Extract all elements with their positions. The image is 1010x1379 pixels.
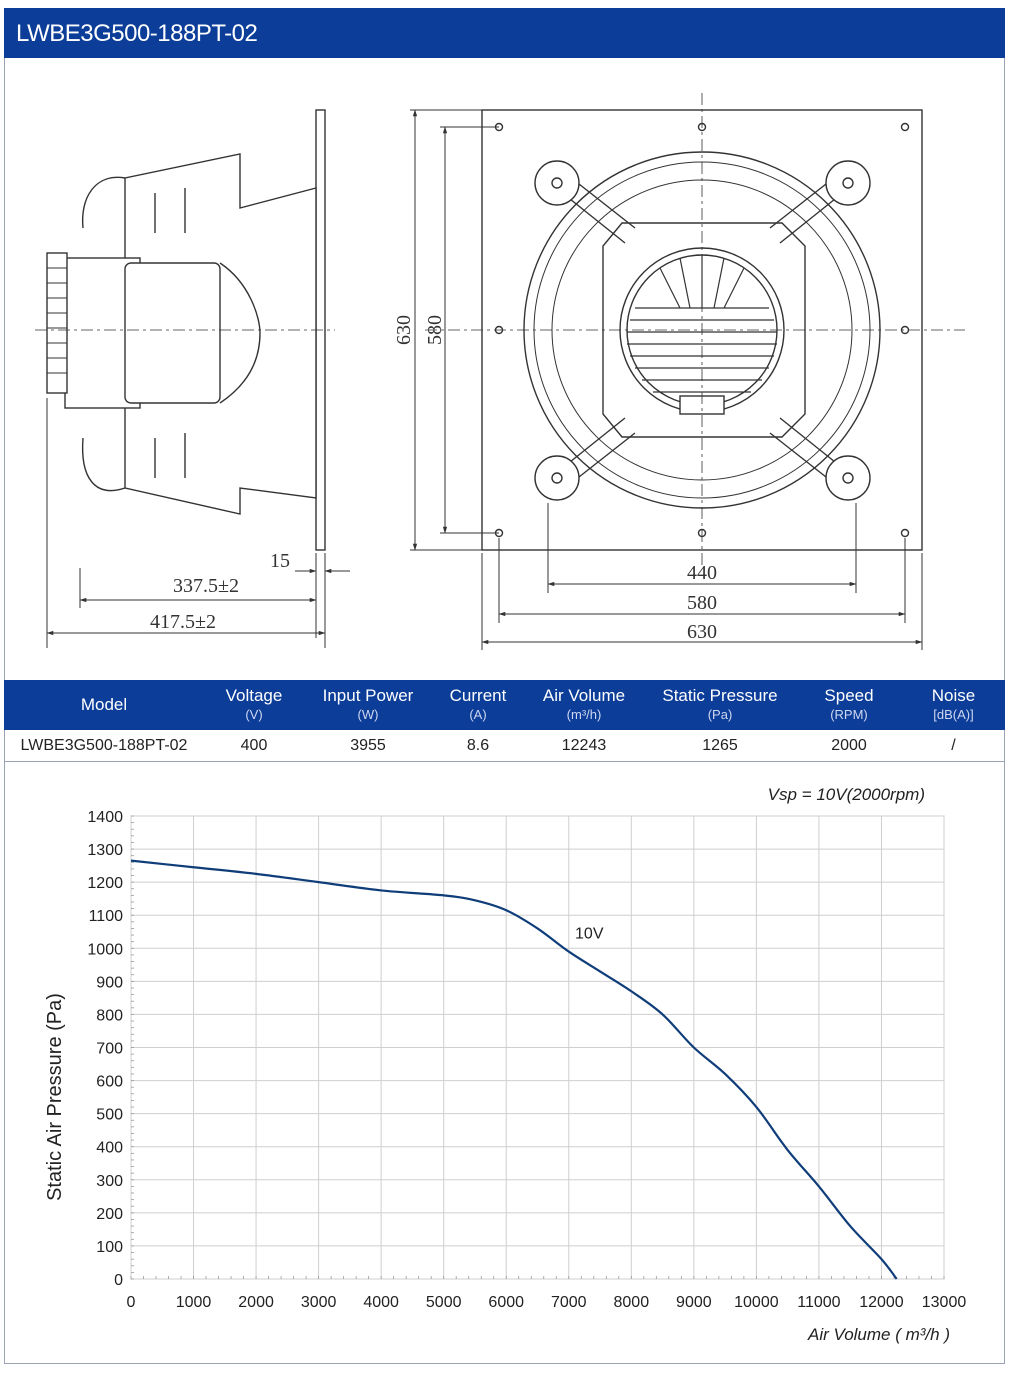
- header-current: Current(A): [449, 686, 507, 722]
- x-tick-label: 8000: [614, 1294, 650, 1311]
- x-tick-label: 7000: [551, 1294, 587, 1311]
- header-speed: Speed(RPM): [824, 686, 874, 722]
- spec-table-header: Model Voltage(V) Input Power(W) Current(…: [4, 680, 1005, 730]
- header-input-power: Input Power(W): [322, 686, 414, 722]
- y-tick-label: 0: [114, 1272, 123, 1289]
- x-tick-label: 13000: [922, 1294, 967, 1311]
- dim-630: 630: [687, 621, 717, 643]
- y-tick-label: 1400: [87, 809, 123, 826]
- y-tick-labels: 0 100 200 300 400 500 600 700 800 900 1000 1100 1200…: [87, 809, 123, 1289]
- cell-noise: /: [951, 737, 956, 754]
- chart-title: Vsp = 10V(2000rpm): [768, 785, 925, 804]
- dim-417: 417.5±2: [150, 611, 216, 633]
- cell-current: 8.6: [466, 737, 490, 754]
- y-tick-label: 800: [96, 1007, 123, 1024]
- y-tick-label: 200: [96, 1206, 123, 1223]
- y-axis-label: Static Air Pressure (Pa): [44, 993, 66, 1201]
- x-tick-label: 12000: [859, 1294, 904, 1311]
- cell-voltage: 400: [240, 737, 268, 754]
- series-line-10V: [130, 859, 898, 1280]
- cell-static-pressure: 1265: [702, 737, 738, 754]
- y-tick-label: 1100: [89, 908, 124, 925]
- x-axis-label: Air Volume ( m³/h ): [807, 1325, 950, 1344]
- y-tick-label: 700: [96, 1041, 123, 1058]
- x-tick-label: 3000: [301, 1294, 337, 1311]
- series-label: 10V: [575, 925, 604, 942]
- y-tick-label: 900: [96, 974, 123, 991]
- x-tick-label: 4000: [363, 1294, 399, 1311]
- dim-630-vertical: 630: [393, 315, 415, 345]
- header-model: Model: [80, 695, 128, 714]
- title-bar: LWBE3G500-188PT-02: [4, 8, 1005, 58]
- side-view: [35, 109, 335, 551]
- dim-337: 337.5±2: [173, 575, 239, 597]
- y-tick-label: 1200: [87, 875, 123, 892]
- y-tick-label: 1000: [87, 941, 123, 958]
- x-tick-label: 2000: [238, 1294, 274, 1311]
- x-tick-label: 0: [127, 1294, 136, 1311]
- x-tick-label: 5000: [426, 1294, 462, 1311]
- x-tick-label: 9000: [676, 1294, 712, 1311]
- cell-speed: 2000: [831, 737, 867, 754]
- header-static-pressure: Static Pressure(Pa): [662, 686, 778, 722]
- model-title: LWBE3G500-188PT-02: [16, 20, 258, 47]
- y-tick-label: 600: [96, 1074, 123, 1091]
- dim-580: 580: [687, 592, 717, 614]
- cell-input-power: 3955: [350, 737, 386, 754]
- performance-chart: 0 100 200 300 400 500 600 700 800 900 1000 1100 1200…: [44, 785, 967, 1344]
- x-tick-label: 1000: [176, 1294, 212, 1311]
- y-tick-label: 400: [96, 1140, 123, 1157]
- cell-model: LWBE3G500-188PT-02: [20, 737, 188, 754]
- chart-series: 10V: [130, 859, 898, 1280]
- spec-table-row: LWBE3G500-188PT-02 400 3955 8.6 12243 12…: [4, 731, 1005, 762]
- y-tick-label: 100: [96, 1239, 123, 1256]
- dim-580-vertical: 580: [424, 315, 446, 345]
- dim-440: 440: [687, 562, 717, 584]
- y-tick-label: 500: [96, 1107, 123, 1124]
- cell-air-volume: 12243: [561, 737, 607, 754]
- chart-grid: [130, 815, 945, 1280]
- header-voltage: Voltage(V): [225, 686, 283, 722]
- header-air-volume: Air Volume(m³/h): [542, 686, 626, 722]
- x-tick-label: 11000: [797, 1294, 840, 1311]
- header-noise: Noise[dB(A)]: [931, 686, 976, 722]
- dim-15: 15: [270, 550, 290, 572]
- front-view: [425, 93, 965, 568]
- y-tick-label: 1300: [87, 842, 123, 859]
- x-tick-labels: 0 1000 2000 3000 4000 5000 6000 7000 8000 9000 100…: [127, 1294, 967, 1311]
- y-tick-label: 300: [96, 1173, 123, 1190]
- x-tick-label: 10000: [734, 1294, 779, 1311]
- technical-drawing: 15 337.5±2 417.5±2 630 580 440 580 630: [35, 93, 965, 650]
- x-tick-label: 6000: [488, 1294, 524, 1311]
